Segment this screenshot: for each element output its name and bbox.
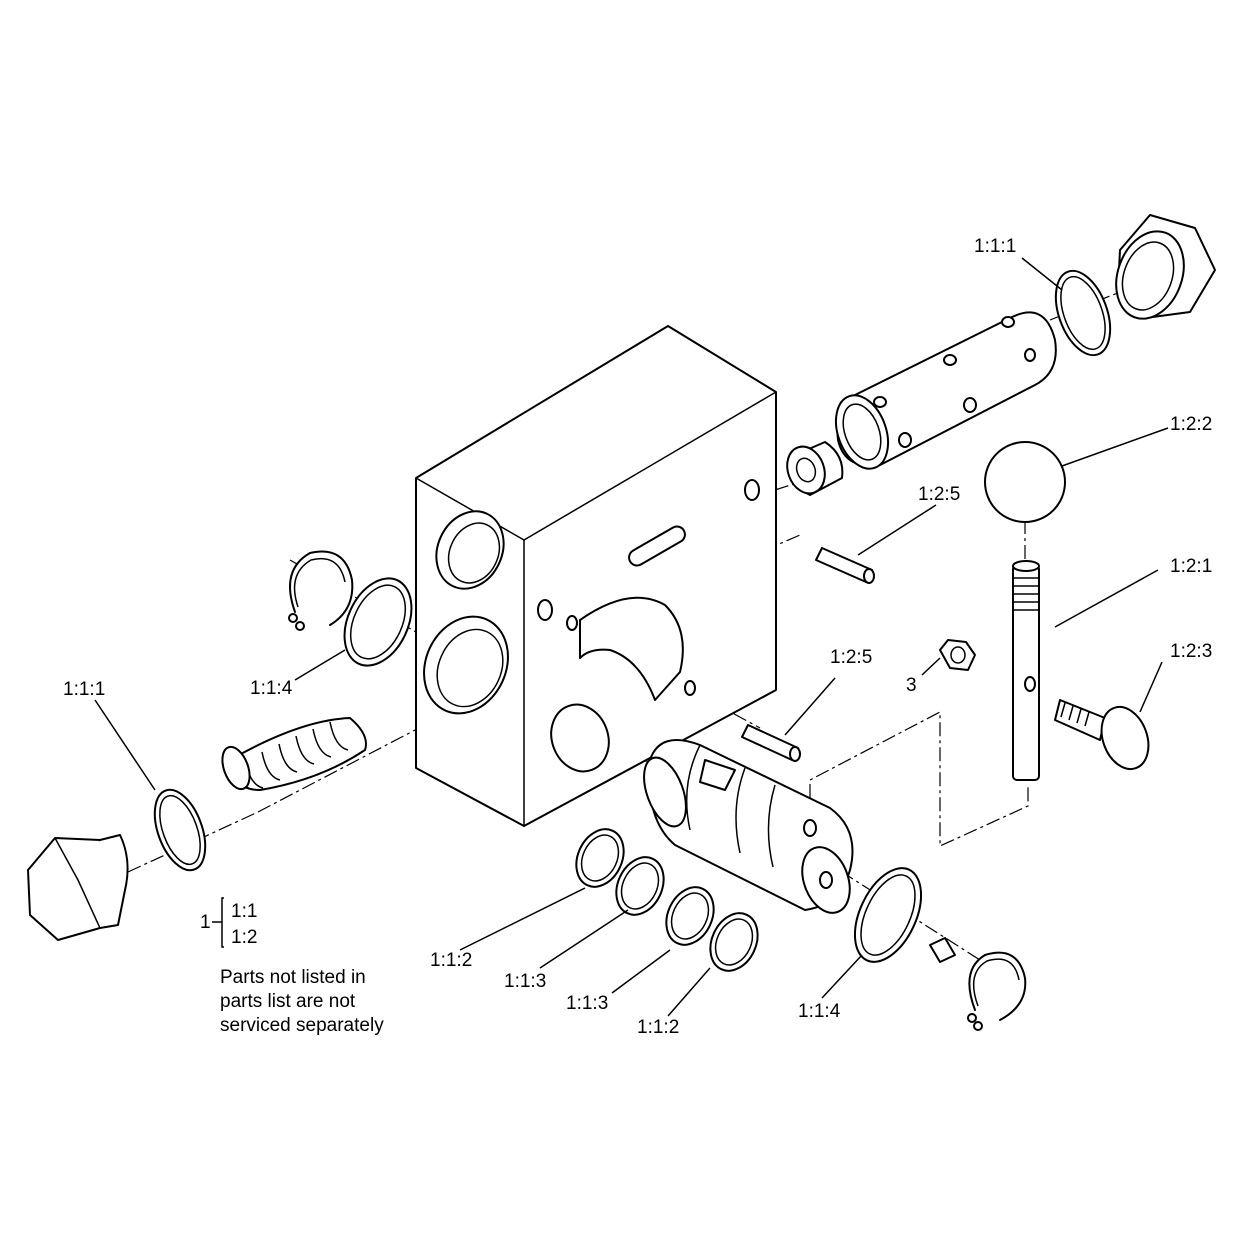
callout-ball: 1:2:2 xyxy=(1170,414,1212,435)
seal-rings-lower xyxy=(575,828,923,972)
knob xyxy=(1054,699,1150,770)
spool xyxy=(643,739,854,914)
callout-stem: 1:2:1 xyxy=(1170,556,1212,577)
callout-top-oring: 1:1:1 xyxy=(974,236,1016,257)
service-note-line: parts list are not xyxy=(220,991,356,1012)
o-ring-upper xyxy=(1054,269,1112,357)
callout-ring-b: 1:1:3 xyxy=(504,971,546,992)
callout-ring-c: 1:1:3 xyxy=(566,993,608,1014)
callout-nut: 3 xyxy=(906,675,917,696)
callout-left-oring: 1:1:1 xyxy=(63,679,105,700)
legend-child-1: 1:1 xyxy=(231,901,257,922)
backup-ring-left xyxy=(343,577,413,667)
callout-right-backup-ring: 1:1:4 xyxy=(798,1001,841,1022)
service-note: Parts not listed in parts list are not s… xyxy=(220,966,480,1038)
spring xyxy=(221,717,367,791)
small-plug-lower xyxy=(929,937,956,963)
hex-plug-upper xyxy=(1115,214,1216,320)
ball xyxy=(984,441,1066,523)
spool-sleeve xyxy=(834,311,1057,470)
service-note-line: Parts not listed in xyxy=(220,967,366,988)
pin-lower xyxy=(741,724,801,762)
callout-pin-lower: 1:2:5 xyxy=(830,647,872,668)
snap-ring-left xyxy=(288,550,354,631)
assembly-legend: 1 1:1 1:2 xyxy=(200,897,257,948)
pin-upper xyxy=(815,547,875,584)
callout-labels: 1:1:1 1:2:2 1:2:5 1:2:1 1:2:3 1:2:5 3 1:… xyxy=(63,236,1212,1038)
o-ring-left xyxy=(153,788,207,872)
callout-ring-d: 1:1:2 xyxy=(637,1017,679,1038)
small-fitting xyxy=(786,441,844,496)
leader-lines xyxy=(94,257,1169,1017)
stem xyxy=(1012,560,1040,781)
callout-ring-a: 1:1:2 xyxy=(430,950,472,971)
legend-child-2: 1:2 xyxy=(231,927,257,948)
service-note-line: serviced separately xyxy=(220,1015,384,1036)
callout-pin-upper: 1:2:5 xyxy=(918,484,960,505)
hex-plug-left xyxy=(27,834,129,941)
snap-ring-lower xyxy=(967,951,1027,1031)
callout-left-backup-ring: 1:1:4 xyxy=(250,678,293,699)
nut xyxy=(939,639,976,671)
valve-body xyxy=(415,325,777,827)
legend-parent: 1 xyxy=(200,912,211,933)
callout-knob: 1:2:3 xyxy=(1170,641,1212,662)
